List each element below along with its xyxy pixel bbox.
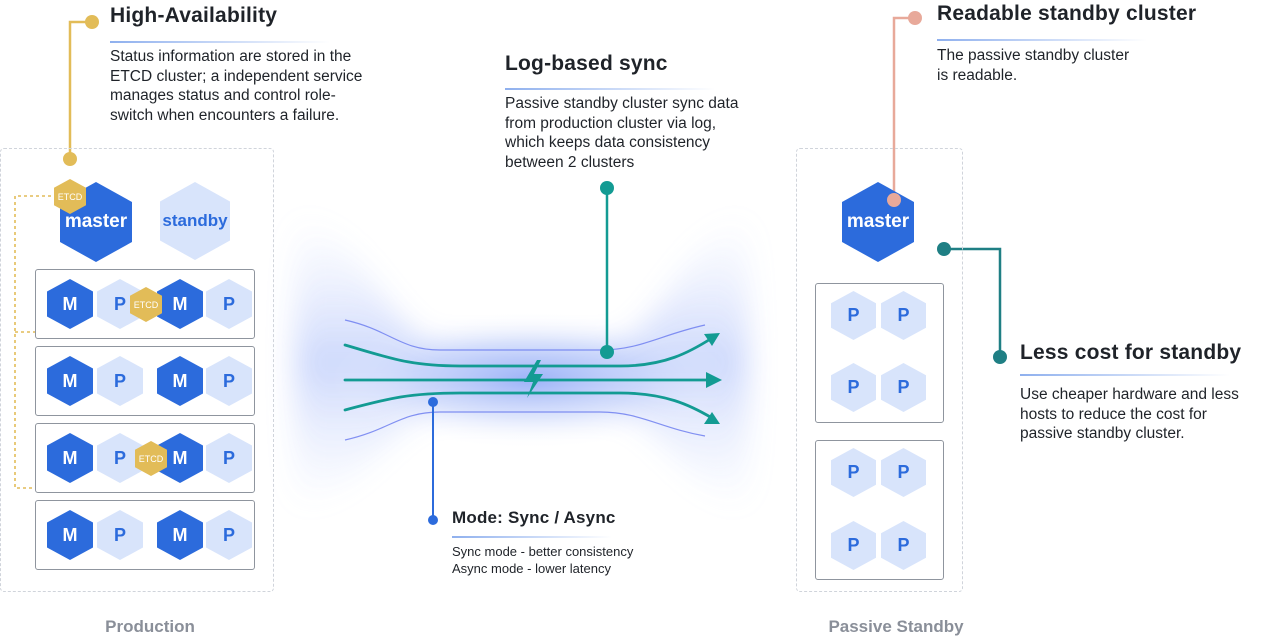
desc-line: from production cluster via log,	[505, 114, 717, 132]
log-sync-dot-top	[600, 181, 614, 195]
desc-line: Status information are stored in the	[110, 48, 352, 65]
replica-node: P	[206, 433, 252, 483]
log-sync-dot-bottom	[600, 345, 614, 359]
desc-line: which keeps data consistency	[505, 134, 711, 151]
node-label: ETCD	[133, 299, 159, 310]
node-label: P	[897, 305, 910, 325]
etcd-node: ETCD	[135, 441, 167, 476]
node-label: P	[222, 447, 235, 468]
desc-line: Use cheaper hardware and less	[1020, 386, 1239, 403]
mode-dot-bottom	[428, 515, 438, 525]
replica-node: P	[206, 356, 252, 406]
node-label: M	[62, 293, 78, 314]
node-label: M	[172, 293, 188, 314]
high-availability-desc: Status information are stored in the ETC…	[110, 47, 362, 125]
replica-node: P	[206, 279, 252, 329]
node-label: master	[846, 211, 910, 232]
node-label: standby	[162, 211, 228, 230]
ha-dot-bottom	[63, 152, 77, 166]
log-sync-title: Log-based sync	[505, 52, 668, 75]
less-cost-desc: Use cheaper hardware and less hosts to r…	[1020, 385, 1241, 444]
desc-line: passive standby cluster.	[1020, 425, 1185, 442]
high-availability-title: High-Availability	[110, 4, 278, 27]
node-label: P	[897, 535, 910, 555]
desc-line: hosts to reduce the cost for	[1020, 405, 1207, 423]
title-underline	[505, 88, 715, 90]
node-label: ETCD	[57, 191, 83, 202]
desc-line: Passive standby cluster sync data	[505, 95, 739, 112]
node-label: M	[62, 370, 78, 391]
readable-dot-bottom	[887, 193, 901, 207]
primary-node: M	[157, 279, 203, 329]
less-cost-dot-bottom	[993, 350, 1007, 364]
primary-node: M	[47, 279, 93, 329]
primary-node: M	[47, 356, 93, 406]
readable-standby-callout: Readable standby cluster The passive sta…	[937, 2, 1196, 85]
desc-line: between 2 clusters	[505, 153, 635, 171]
node-label: P	[897, 462, 910, 482]
node-label: P	[113, 293, 126, 314]
title-underline	[110, 41, 330, 43]
node-label: master	[64, 211, 128, 232]
readable-standby-title: Readable standby cluster	[937, 2, 1197, 25]
replica-node: P	[881, 521, 926, 570]
less-cost-callout: Less cost for standby Use cheaper hardwa…	[1020, 341, 1241, 444]
etcd-node: ETCD	[130, 287, 162, 322]
title-underline	[937, 39, 1147, 41]
node-label: P	[847, 377, 860, 397]
node-label: P	[847, 305, 860, 325]
node-label: P	[113, 447, 126, 468]
node-label: P	[222, 524, 235, 545]
production-label: Production	[105, 617, 195, 636]
mode-callout: Mode: Sync / Async Sync mode - better co…	[452, 508, 633, 577]
readable-standby-desc: The passive standby cluster is readable.	[937, 46, 1196, 85]
desc-line: ETCD cluster; a independent service	[110, 67, 363, 85]
production-panel	[0, 148, 274, 592]
desc-line: manages status and control role-	[110, 87, 336, 104]
readable-dot-top	[908, 11, 922, 25]
title-underline	[452, 536, 612, 538]
passive-standby-panel	[796, 148, 963, 592]
desc-line: is readable.	[937, 66, 1018, 84]
production-standby-node: standby	[160, 182, 230, 260]
primary-node: M	[157, 356, 203, 406]
passive-standby-label: Passive Standby	[828, 617, 964, 636]
node-label: P	[222, 370, 235, 391]
log-sync-callout: Log-based sync Passive standby cluster s…	[505, 52, 738, 172]
node-label: M	[172, 447, 188, 468]
replica-node: P	[831, 521, 876, 570]
mode-dot-top	[428, 397, 438, 407]
node-label: M	[62, 524, 78, 545]
mode-desc: Sync mode - better consistency Async mod…	[452, 544, 633, 577]
node-label: P	[847, 535, 860, 555]
replica-node: P	[97, 356, 143, 406]
node-label: M	[172, 370, 188, 391]
primary-node: M	[47, 433, 93, 483]
node-label: P	[222, 293, 235, 314]
node-label: P	[847, 462, 860, 482]
log-sync-desc: Passive standby cluster sync data from p…	[505, 94, 738, 172]
mode-title: Mode: Sync / Async	[452, 508, 616, 527]
title-underline	[1020, 374, 1230, 376]
ha-dot-top	[85, 15, 99, 29]
node-label: P	[113, 370, 126, 391]
high-availability-callout: High-Availability Status information are…	[110, 4, 362, 125]
node-label: M	[62, 447, 78, 468]
node-label: P	[113, 524, 126, 545]
less-cost-title: Less cost for standby	[1020, 341, 1242, 364]
node-label: ETCD	[138, 453, 164, 464]
desc-line: Sync mode - better consistency	[452, 544, 634, 559]
node-label: P	[897, 377, 910, 397]
node-label: M	[172, 524, 188, 545]
desc-line: The passive standby cluster	[937, 47, 1130, 64]
less-cost-dot-top	[937, 242, 951, 256]
desc-line: Async mode - lower latency	[452, 560, 611, 576]
desc-line: switch when encounters a failure.	[110, 106, 340, 124]
